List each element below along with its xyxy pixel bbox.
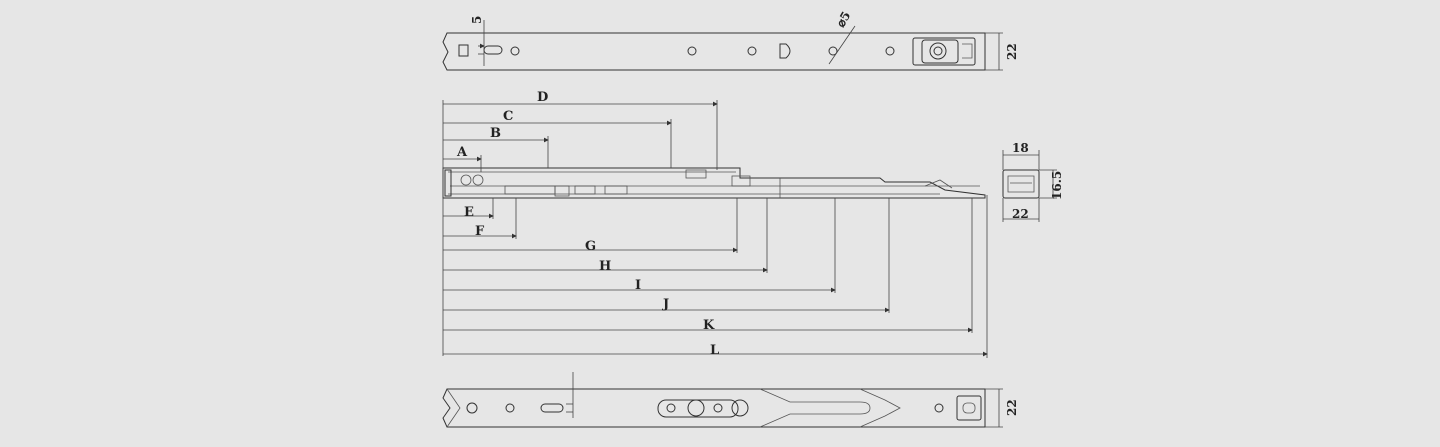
dim-d-label: D: [537, 90, 548, 105]
dim-c-label: C: [503, 109, 513, 124]
ball-bearings: [460, 169, 953, 197]
bottom-height-label: 22: [1005, 399, 1019, 416]
dim-f-label: F: [475, 224, 485, 239]
dim-g-label: G: [585, 239, 596, 254]
side-view: D C B A E F G H I J K L: [442, 90, 988, 358]
top-height-label: 22: [1005, 43, 1019, 60]
hole-diameter-label: ⌀5: [833, 9, 853, 29]
dim-e-label: E: [464, 205, 474, 220]
dim-l-label: L: [710, 343, 719, 358]
end-top-width-label: 18: [1012, 141, 1029, 155]
dim-k-label: K: [703, 318, 715, 333]
end-bottom-width-label: 22: [1012, 207, 1029, 221]
dim-a-label: A: [456, 145, 468, 160]
end-view: 18 16.5 22: [1002, 141, 1064, 222]
bottom-view: 22: [442, 372, 1019, 428]
dim-j-label: J: [662, 297, 669, 312]
slot-width-label: 5: [470, 16, 484, 24]
dim-h-label: H: [599, 259, 611, 274]
dim-b-label: B: [490, 126, 501, 141]
end-height-label: 16.5: [1050, 171, 1064, 200]
top-view: 5 ⌀5 22: [442, 9, 1019, 71]
dim-i-label: I: [635, 278, 641, 293]
